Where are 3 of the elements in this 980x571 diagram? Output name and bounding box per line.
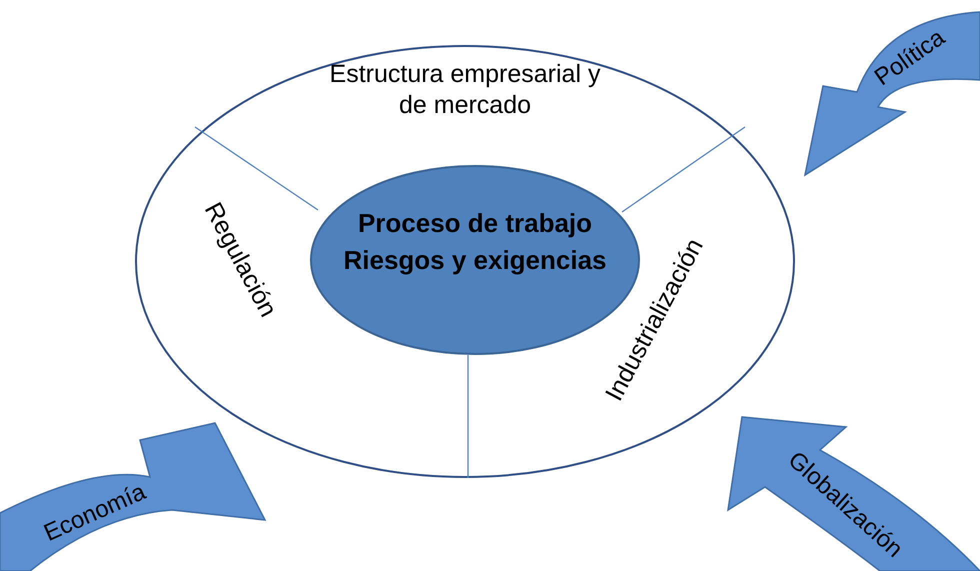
sector-label: Estructura empresarial y de mercado bbox=[328, 58, 602, 121]
center-label: Riesgos y exigencias bbox=[343, 244, 607, 275]
center-label: Proceso de trabajo bbox=[358, 206, 592, 240]
